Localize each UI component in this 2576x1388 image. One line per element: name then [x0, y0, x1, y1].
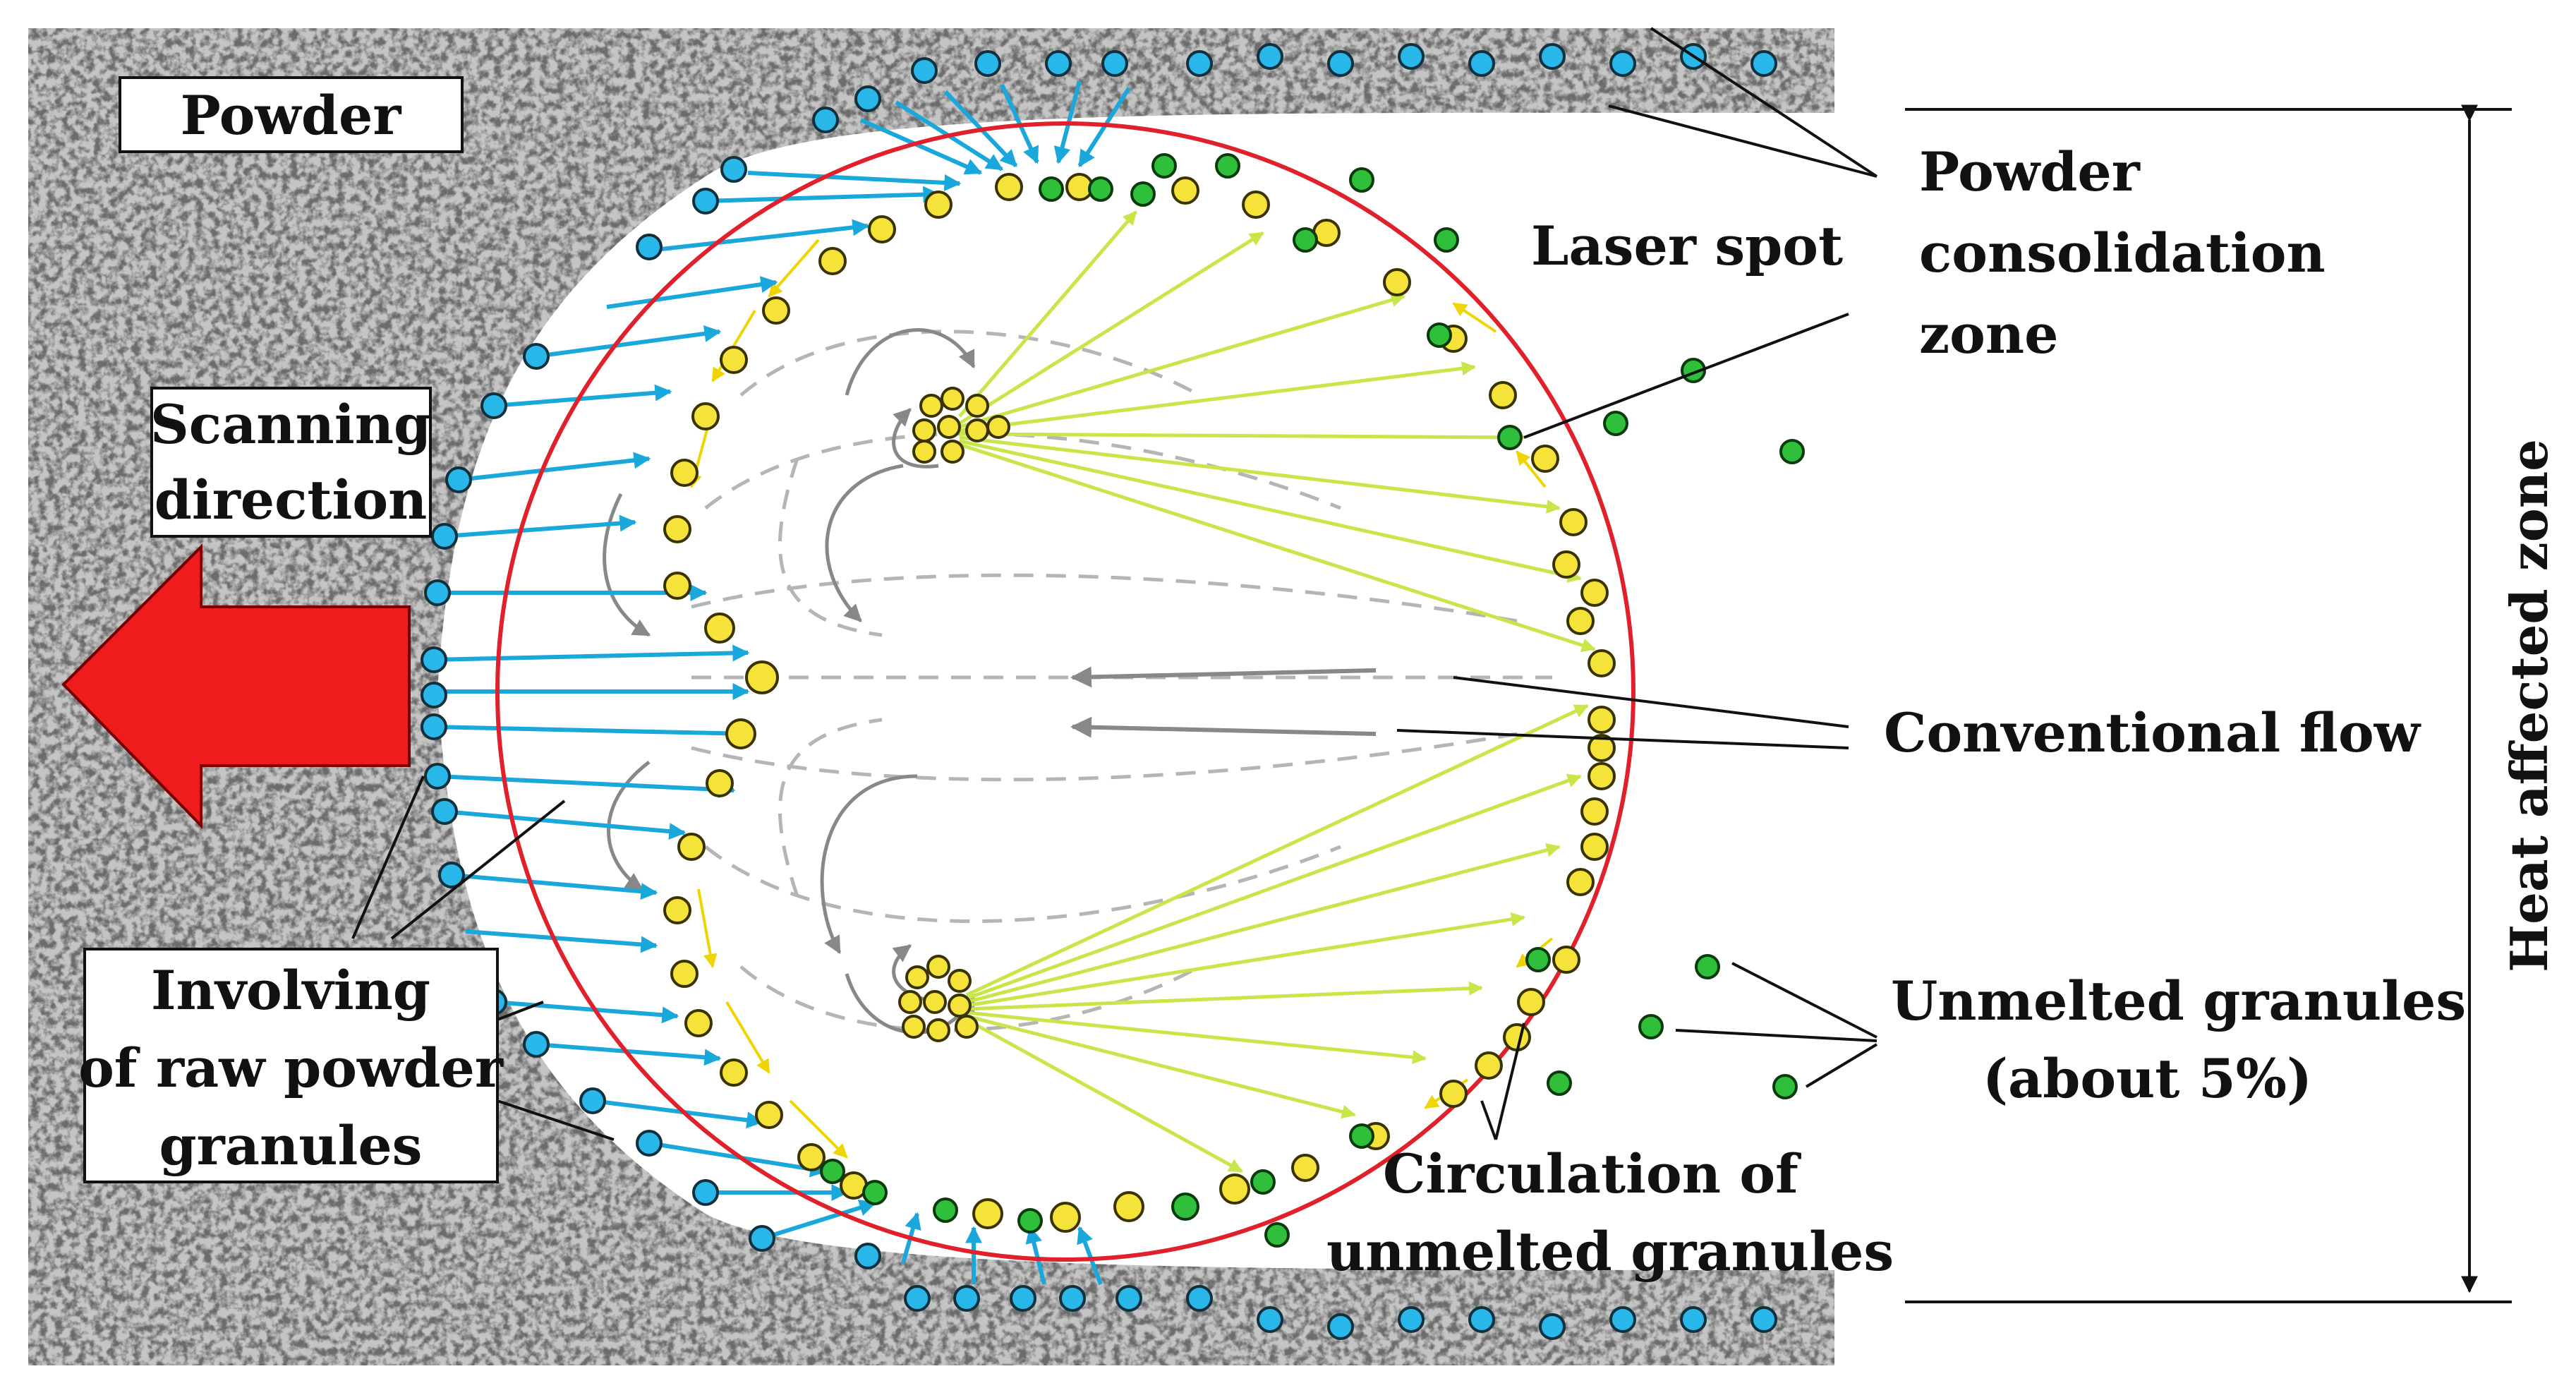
conventional-flow-label: Conventional flow: [1884, 701, 2421, 764]
involving-label-box: [83, 948, 499, 1183]
powder-label: Powder: [181, 84, 402, 147]
involving-label-line1: Involving: [151, 959, 430, 1022]
upper-vortex-cluster: [912, 387, 1010, 464]
unmelted-label-line1: Unmelted granules: [1891, 970, 2466, 1032]
conventional-flow-arrows: [1070, 666, 1377, 738]
involving-label-line3: granules: [159, 1114, 423, 1177]
outflow-arrows: [958, 210, 1596, 1173]
scanning-direction-arrow: [61, 543, 411, 829]
consolidation-label-line2: consolidation: [1919, 222, 2326, 284]
leader-lines: [351, 27, 1878, 1141]
scanning-label-line1: Scanning: [150, 393, 431, 456]
laser-spot-label: Laser spot: [1531, 215, 1843, 277]
powder-particles: [421, 43, 1777, 1340]
circulation-label-line2: unmelted granules: [1326, 1220, 1894, 1283]
consolidation-label-line3: zone: [1919, 303, 2058, 366]
circulation-label-line1: Circulation of: [1383, 1142, 1801, 1205]
heat-zone-dimension: [1905, 104, 2512, 1303]
unmelted-label-line2: (about 5%): [1983, 1047, 2312, 1110]
boundary-granules: [663, 173, 1616, 1233]
scanning-label-line2: direction: [155, 469, 428, 531]
unmelted-granules: [820, 153, 1805, 1248]
scanning-label-box: [150, 387, 432, 538]
heat-zone-label: Heat affected zone: [2499, 439, 2559, 972]
laser-spot-outline: [495, 121, 1635, 1262]
powder-label-box: [119, 76, 464, 153]
consolidation-label-line1: Powder: [1919, 140, 2141, 203]
lower-vortex-cluster: [898, 955, 979, 1042]
involving-label-line2: of raw powder: [78, 1037, 504, 1099]
circulation-arrows: [603, 328, 976, 1034]
